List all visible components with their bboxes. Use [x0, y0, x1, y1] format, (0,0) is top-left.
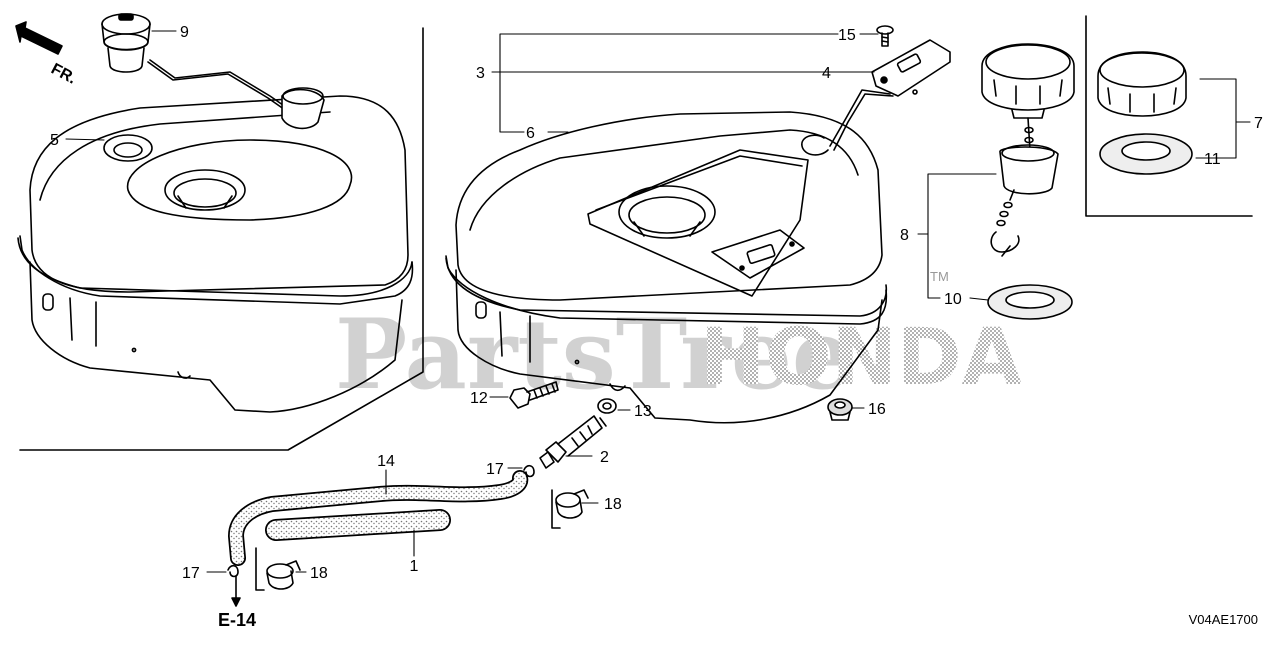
callout-2: 2 [600, 449, 609, 466]
trademark-mark: TM [930, 269, 949, 284]
cap-seal-alt-part [1099, 133, 1193, 175]
callout-8: 8 [900, 227, 909, 244]
screw-part [876, 25, 894, 47]
hose-clamp-part-lower [255, 547, 301, 591]
callout-12: 12 [470, 390, 488, 407]
cap-chain-part [990, 117, 1059, 257]
section-reference: E-14 [218, 610, 256, 630]
fuel-joint-part [539, 415, 607, 469]
callout-3: 3 [476, 65, 485, 82]
fuel-tube-part [266, 510, 450, 540]
leader-lines [65, 30, 1251, 573]
callout-18-lower: 18 [310, 565, 328, 582]
callout-4: 4 [822, 65, 831, 82]
callout-9: 9 [180, 24, 189, 41]
front-arrow-icon [15, 21, 63, 55]
brand-watermark: HONDA [700, 313, 1022, 403]
fuel-cap-part [981, 43, 1075, 119]
callout-6: 6 [526, 125, 535, 142]
callout-1: 1 [410, 558, 419, 575]
callout-7: 7 [1254, 115, 1263, 132]
fuel-tank-main [445, 111, 888, 424]
callout-18: 18 [604, 496, 622, 513]
washer-part [597, 398, 617, 414]
watermark-text: PartsTree [335, 298, 853, 411]
callout-14: 14 [377, 453, 395, 470]
direction-label: FR. [48, 61, 79, 88]
callout-17: 17 [486, 461, 504, 478]
clip-part-lower [227, 564, 239, 578]
callout-13: 13 [634, 403, 652, 420]
callout-17-lower: 17 [182, 565, 200, 582]
diagram-code: V04AE1700 [1189, 612, 1258, 627]
bolt-part [509, 381, 559, 409]
callout-10: 10 [944, 291, 962, 308]
callout-15: 15 [838, 27, 856, 44]
inset-frame-left [19, 27, 424, 451]
fuel-gauge-part [101, 13, 325, 130]
clip-part [523, 464, 535, 478]
inset-frame-right [1085, 15, 1253, 217]
fuel-cap-alt-part [1097, 51, 1187, 117]
callout-16: 16 [868, 401, 886, 418]
hose-clamp-part [551, 489, 589, 529]
callout-5: 5 [50, 132, 59, 149]
grommet-part [827, 398, 853, 421]
callout-11: 11 [1204, 151, 1221, 168]
fuel-tank-alt [17, 95, 414, 413]
strainer-part [801, 39, 951, 156]
cap-seal-part [987, 284, 1073, 320]
